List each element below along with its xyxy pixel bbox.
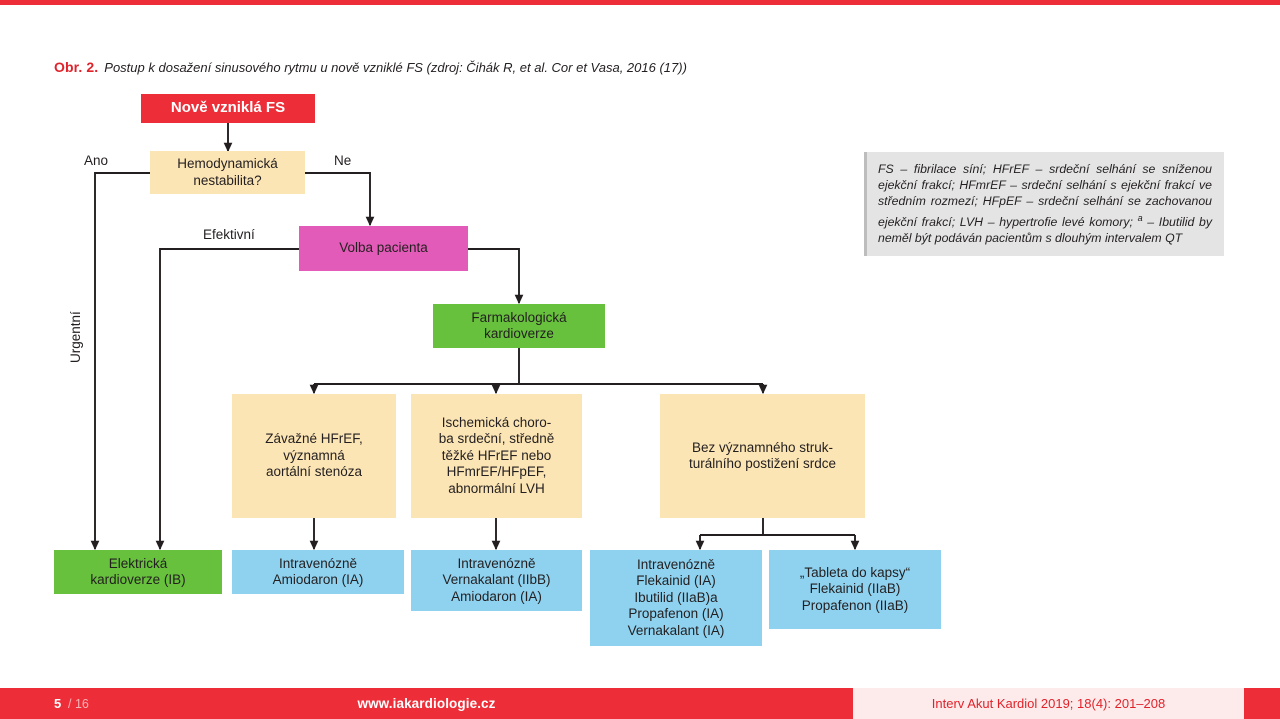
node-iv-amiodaron[interactable]: Intravenózně Amiodaron (IA) <box>232 550 404 594</box>
legend-footnote-marker: a <box>1137 212 1143 223</box>
node-pharmacological-cardioversion[interactable]: Farmakologická kardioverze <box>433 304 605 348</box>
node-severe-hfref-aortic-stenosis[interactable]: Závažné HFrEF, významná aortální stenóza <box>232 394 396 518</box>
node-patient-choice[interactable]: Volba pacienta <box>299 226 468 271</box>
footer-left-band: 5 / 16 www.iakardiologie.cz <box>0 688 853 719</box>
footer-page-total: / 16 <box>68 696 89 711</box>
edge-label-yes: Ano <box>84 153 109 168</box>
node-iv-vernakalant-amiodaron[interactable]: Intravenózně Vernakalant (IIbB) Amiodaro… <box>411 550 582 611</box>
footer-page-number: 5 <box>54 696 62 711</box>
figure-caption-label: Obr. 2. <box>54 59 99 75</box>
node-pill-in-the-pocket[interactable]: „Tableta do kapsy“ Flekainid (IIaB) Prop… <box>769 550 941 629</box>
figure-caption: Obr. 2. Postup k dosažení sinusového rytm… <box>54 58 874 77</box>
top-accent-rule <box>0 0 1280 5</box>
page-footer: 5 / 16 www.iakardiologie.cz Interv Akut … <box>0 688 1280 719</box>
node-hemodynamic-instability[interactable]: Hemodynamická nestabilita? <box>150 151 305 194</box>
edge-label-effective: Efektivní <box>203 227 255 242</box>
figure-caption-text: Postup k dosažení sinusového rytmu u nov… <box>104 60 687 75</box>
node-electrical-cardioversion[interactable]: Elektrická kardioverze (IB) <box>54 550 222 594</box>
node-no-structural-heart-disease[interactable]: Bez významného struk- turálního postižen… <box>660 394 865 518</box>
node-new-onset-af[interactable]: Nově vzniklá FS <box>141 94 315 123</box>
abbreviations-legend: FS – fibrilace síní; HFrEF – srdeční sel… <box>864 152 1224 257</box>
edge-label-urgent: Urgentní <box>68 311 83 363</box>
node-iv-flekainid-group[interactable]: Intravenózně Flekainid (IA) Ibutilid (II… <box>590 550 762 646</box>
edge-label-no: Ne <box>334 153 352 168</box>
footer-citation: Interv Akut Kardiol 2019; 18(4): 201–208 <box>853 688 1244 719</box>
footer-right-band <box>1244 688 1280 719</box>
node-ischemic-heart-disease[interactable]: Ischemická choro- ba srdeční, středně tě… <box>411 394 582 518</box>
footer-website-link[interactable]: www.iakardiologie.cz <box>357 696 496 711</box>
legend-text-part1: FS – fibrilace síní; HFrEF – srdeční sel… <box>878 162 1212 229</box>
legend-text-part2: – Ibutilid by neměl být podáván pacientů… <box>878 214 1213 245</box>
